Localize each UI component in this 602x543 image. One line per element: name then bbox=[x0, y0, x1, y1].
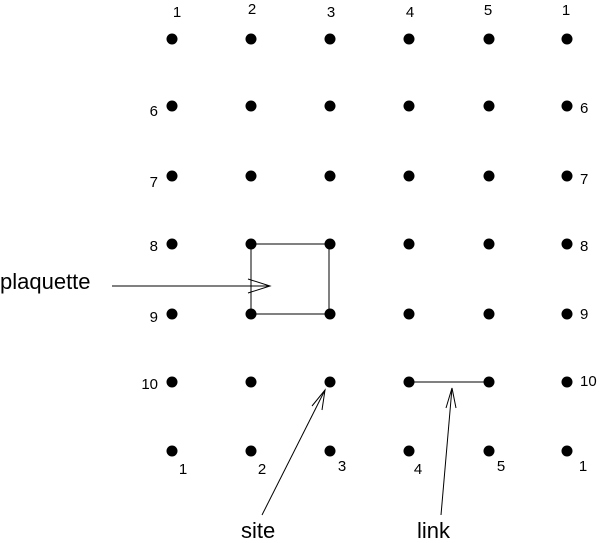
lattice-site-dot bbox=[245, 376, 257, 388]
lattice-site-dot bbox=[403, 100, 415, 112]
lattice-site-dot bbox=[324, 238, 336, 250]
site-arrow bbox=[261, 388, 326, 516]
lattice-site-dot bbox=[483, 238, 495, 250]
lattice-site-dot bbox=[561, 33, 573, 45]
left-label: 10 bbox=[141, 376, 158, 393]
lattice-site-dot bbox=[166, 170, 178, 182]
lattice-site-dot bbox=[561, 308, 573, 320]
right-label: 8 bbox=[580, 238, 588, 255]
lattice-site-dot bbox=[324, 170, 336, 182]
lattice-site-dot bbox=[403, 170, 415, 182]
lattice-site-dot bbox=[483, 100, 495, 112]
lattice-site-dot bbox=[483, 308, 495, 320]
top-label: 1 bbox=[173, 4, 181, 21]
lattice-site-dot bbox=[324, 445, 336, 457]
top-label: 1 bbox=[562, 2, 570, 19]
plaquette-arrow bbox=[112, 278, 272, 294]
lattice-site-dot bbox=[166, 238, 178, 250]
lattice-site-dot bbox=[483, 170, 495, 182]
plaquette-label: plaquette bbox=[0, 269, 91, 294]
lattice-site-dot bbox=[483, 445, 495, 457]
bottom-labels: 1 2 3 4 5 1 bbox=[179, 458, 587, 478]
right-labels: 6 7 8 9 10 bbox=[580, 100, 597, 390]
top-label: 5 bbox=[484, 2, 492, 19]
lattice-site-dot bbox=[324, 33, 336, 45]
lattice-site-dot bbox=[166, 308, 178, 320]
lattice-site-dot bbox=[403, 445, 415, 457]
bottom-label: 3 bbox=[338, 458, 346, 475]
left-labels: 6 7 8 9 10 bbox=[141, 103, 158, 393]
bottom-label: 5 bbox=[497, 458, 505, 475]
lattice-sites bbox=[166, 33, 573, 457]
lattice-site-dot bbox=[561, 376, 573, 388]
plaquette-square bbox=[250, 243, 330, 315]
bottom-label: 1 bbox=[579, 458, 587, 475]
bottom-label: 1 bbox=[179, 461, 187, 478]
right-label: 7 bbox=[580, 171, 588, 188]
lattice-site-dot bbox=[245, 238, 257, 250]
lattice-site-dot bbox=[245, 170, 257, 182]
right-label: 9 bbox=[580, 306, 588, 323]
lattice-site-dot bbox=[561, 238, 573, 250]
left-label: 9 bbox=[150, 309, 158, 326]
lattice-site-dot bbox=[245, 33, 257, 45]
top-labels: 1 2 3 4 5 1 bbox=[173, 1, 570, 21]
bottom-label: 2 bbox=[258, 461, 266, 478]
lattice-site-dot bbox=[403, 238, 415, 250]
site-label: site bbox=[241, 518, 275, 543]
lattice-site-dot bbox=[561, 100, 573, 112]
lattice-site-dot bbox=[166, 376, 178, 388]
right-label: 10 bbox=[580, 373, 597, 390]
lattice-site-dot bbox=[403, 376, 415, 388]
link-label: link bbox=[417, 518, 451, 543]
top-label: 3 bbox=[327, 4, 335, 21]
top-label: 4 bbox=[406, 4, 414, 21]
lattice-site-dot bbox=[166, 445, 178, 457]
lattice-site-dot bbox=[245, 100, 257, 112]
bottom-label: 4 bbox=[414, 461, 422, 478]
lattice-site-dot bbox=[403, 308, 415, 320]
lattice-site-dot bbox=[483, 376, 495, 388]
left-label: 6 bbox=[150, 103, 158, 120]
left-label: 7 bbox=[150, 174, 158, 191]
right-label: 6 bbox=[580, 100, 588, 117]
lattice-site-dot bbox=[324, 308, 336, 320]
lattice-site-dot bbox=[166, 100, 178, 112]
lattice-site-dot bbox=[561, 445, 573, 457]
lattice-site-dot bbox=[166, 33, 178, 45]
lattice-site-dot bbox=[324, 100, 336, 112]
left-label: 8 bbox=[150, 238, 158, 255]
lattice-site-dot bbox=[245, 445, 257, 457]
lattice-site-dot bbox=[561, 170, 573, 182]
lattice-site-dot bbox=[483, 33, 495, 45]
lattice-site-dot bbox=[245, 308, 257, 320]
lattice-site-dot bbox=[324, 376, 336, 388]
link-arrow bbox=[440, 387, 457, 516]
top-label: 2 bbox=[248, 1, 256, 18]
lattice-site-dot bbox=[403, 33, 415, 45]
